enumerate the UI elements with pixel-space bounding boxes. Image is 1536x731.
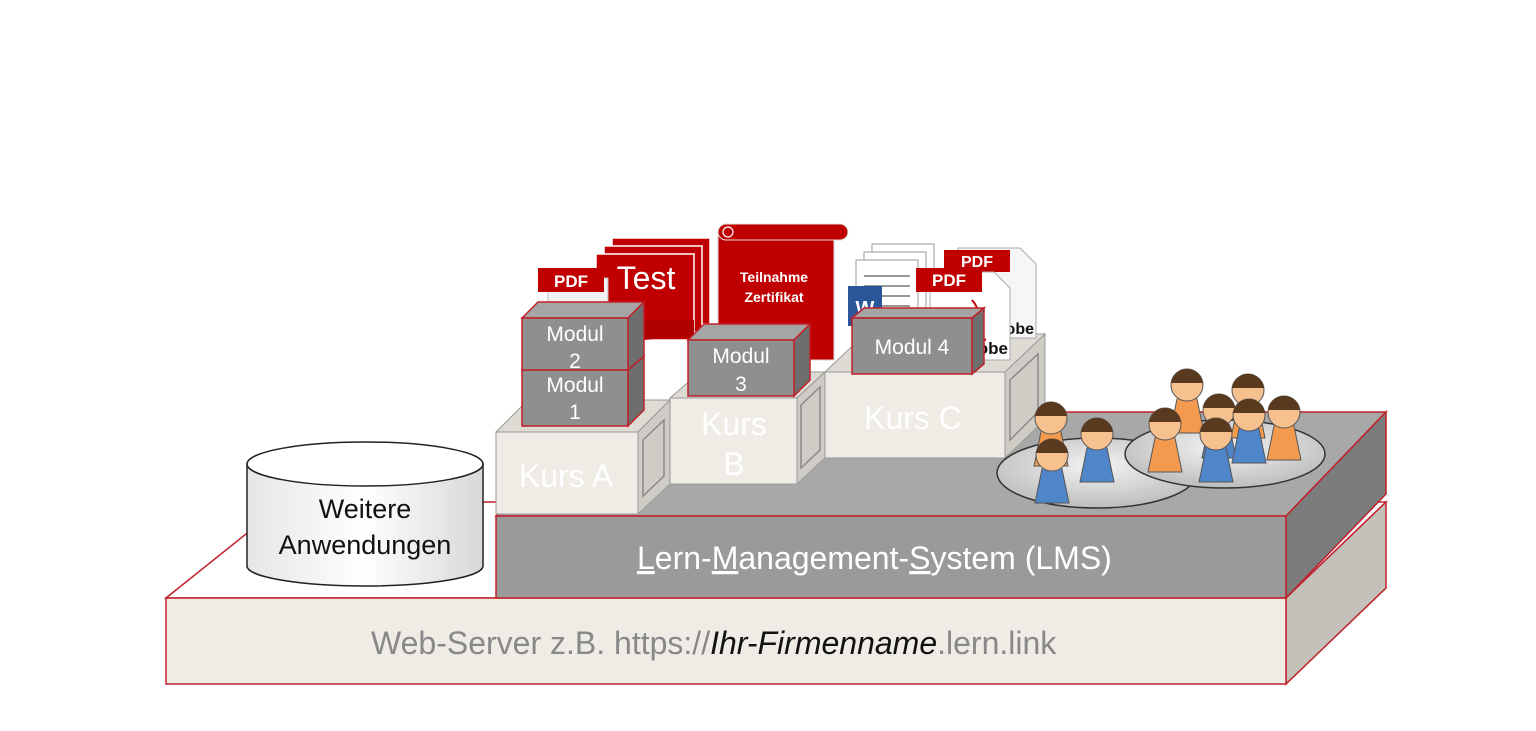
kurs-b-label-line2: B <box>723 446 744 482</box>
cylinder-top <box>246 441 484 487</box>
kurs-a-label: Kurs A <box>519 458 614 494</box>
kurs-c-label: Kurs C <box>864 400 962 436</box>
modul-1-line1: Modul <box>546 374 603 397</box>
weitere-anwendungen-cylinder: Weitere Anwendungen <box>246 441 484 587</box>
modul-4-label: Modul 4 <box>875 336 950 359</box>
weitere-line1: Weitere <box>319 494 412 524</box>
pdf-badge-label: PDF <box>554 272 588 291</box>
zertifikat-line1: Teilnahme <box>740 269 808 285</box>
modul-3-line2: 3 <box>735 373 747 396</box>
lms-label: Lern-Management-System (LMS) <box>637 540 1112 576</box>
adobe-back-label: obe <box>1006 321 1035 338</box>
modul-1-line2: 1 <box>569 401 581 424</box>
zertifikat-line2: Zertifikat <box>744 289 803 305</box>
kurs-a-side-frame <box>642 418 665 498</box>
person-icon <box>1079 417 1115 483</box>
svg-text:PDF: PDF <box>932 271 966 290</box>
svg-text:PDF: PDF <box>961 254 993 271</box>
lms-front <box>495 515 1287 599</box>
web-server-front <box>165 597 1287 685</box>
modul-1-box: Modul 1 <box>521 354 645 428</box>
person-icon <box>1147 407 1183 473</box>
kurs-b-side-frame <box>800 385 821 470</box>
person-icon <box>1198 417 1234 483</box>
person-icon <box>1266 395 1302 461</box>
kurs-b-label-line1: Kurs <box>701 406 767 442</box>
test-document-stack: Test <box>595 237 711 342</box>
test-label: Test <box>617 260 676 296</box>
user-figures <box>1033 368 1302 504</box>
pdf-badge-back <box>944 250 1010 272</box>
person-icon <box>1231 398 1267 464</box>
modul-2-line2: 2 <box>569 350 581 373</box>
person-icon <box>1034 438 1070 504</box>
web-server-label: Web-Server z.B. https://Ihr-Firmenname.l… <box>371 625 1057 661</box>
modul-2-line1: Modul <box>546 323 603 346</box>
modul-2-box: Modul 2 <box>520 300 646 373</box>
modul-3-line1: Modul <box>712 345 769 368</box>
pdf-badge <box>538 268 604 292</box>
pdf-badge-front <box>916 268 982 292</box>
modul-4-box: Modul 4 <box>849 306 987 376</box>
modul-3-box: Modul 3 <box>686 322 812 398</box>
weitere-line2: Anwendungen <box>279 530 452 560</box>
